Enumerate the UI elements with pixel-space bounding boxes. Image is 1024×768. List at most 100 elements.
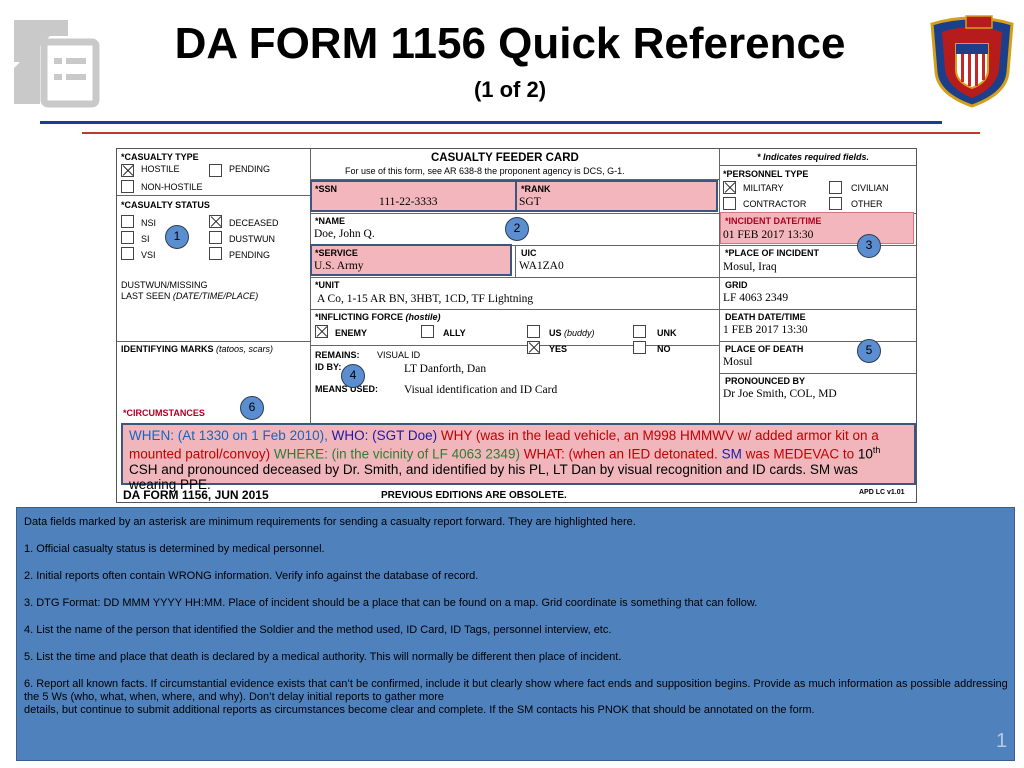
circ-ordinal-sup: th [872,445,881,455]
service-label: *SERVICE [315,248,358,258]
service-highlight [310,244,512,276]
means-used-value[interactable]: Visual identification and ID Card [404,384,558,396]
apd-version: APD LC v1.01 [859,489,905,496]
circ-rest: CSH and pronounced deceased by Dr. Smith… [129,461,858,492]
circ-why: WHY (was in the lead vehicle, an M998 HM… [129,428,879,462]
form-id: DA FORM 1156, JUN 2015 [123,488,269,502]
circ-when: WHEN: (At 1330 on 1 Feb 2010), [129,428,332,443]
no-label: NO [657,344,671,354]
inflicting-force-label: *INFLICTING FORCE (hostile) [315,312,441,322]
civilian-checkbox[interactable] [829,181,842,194]
note-6-continued: details, but continue to submit addition… [24,704,815,716]
unk-checkbox[interactable] [633,325,646,338]
incident-dt-value[interactable]: 01 FEB 2017 13:30 [723,229,814,241]
header-rule-red [82,132,980,134]
death-dt-value[interactable]: 1 FEB 2017 13:30 [723,324,808,336]
no-checkbox[interactable] [633,341,646,354]
obsolete-note: PREVIOUS EDITIONS ARE OBSOLETE. [381,490,567,501]
note-1: 1. Official casualty status is determine… [24,543,325,555]
pronounced-label: PRONOUNCED BY [725,376,806,386]
page-number: 1 [996,730,1008,752]
grid-label: GRID [725,280,748,290]
id-by-value-text[interactable]: LT Danforth, Dan [404,363,487,375]
circumstances-label: *CIRCUMSTANCES [123,408,205,418]
vsi-label: VSI [141,250,156,260]
pending-status-label: PENDING [229,250,271,260]
civilian-label: CIVILIAN [851,183,889,193]
uic-value[interactable]: WA1ZA0 [519,260,564,272]
ally-label: ALLY [443,328,466,338]
place-incident-label: *PLACE OF INCIDENT [725,248,820,258]
deceased-label: DECEASED [229,218,279,228]
pending-status-checkbox[interactable] [209,247,222,260]
callout-badge-2: 2 [505,217,529,241]
name-value[interactable]: Doe, John Q. [314,228,375,240]
service-value[interactable]: U.S. Army [314,260,364,272]
deceased-checkbox[interactable] [209,215,222,228]
unit-label: *UNIT [315,280,340,290]
hostile-label: HOSTILE [141,164,180,174]
uic-label: UIC [521,248,537,258]
unit-value[interactable]: A Co, 1-15 AR BN, 3HBT, 1CD, TF Lightnin… [317,293,534,305]
callout-badge-3: 3 [857,234,881,258]
pronounced-value[interactable]: Dr Joe Smith, COL, MD [723,388,837,400]
place-incident-value[interactable]: Mosul, Iraq [723,261,777,273]
enemy-checkbox[interactable] [315,325,328,338]
pending-type-label: PENDING [229,164,271,174]
si-checkbox[interactable] [121,231,134,244]
vsi-checkbox[interactable] [121,247,134,260]
hostile-checkbox[interactable] [121,164,134,177]
enemy-label: ENEMY [335,328,368,338]
ssn-label: *SSN [315,184,338,194]
crest-logo [930,15,1014,108]
ssn-rank-highlight [310,180,718,212]
casualty-type-label: *CASUALTY TYPE [121,152,199,162]
ally-checkbox[interactable] [421,325,434,338]
dustwun-checkbox[interactable] [209,231,222,244]
non-hostile-checkbox[interactable] [121,180,134,193]
nsi-checkbox[interactable] [121,215,134,228]
ssn-value[interactable]: 111-22-3333 [379,196,438,208]
note-5: 5. List the time and place that death is… [24,651,622,663]
callout-badge-5: 5 [857,339,881,363]
callout-badge-1: 1 [165,225,189,249]
last-seen-label: LAST SEEN (DATE/TIME/PLACE) [121,291,259,301]
incident-dt-highlight [720,212,914,244]
other-checkbox[interactable] [829,197,842,210]
card-title: CASUALTY FEEDER CARD [431,152,579,164]
visual-id-label: VISUAL ID [377,350,421,360]
circ-who: WHO: (SGT Doe) [331,428,441,443]
si-label: SI [141,234,150,244]
circ-ordinal: 10 [857,446,873,462]
means-used-label: MEANS USED: [315,384,379,394]
circumstances-text[interactable]: WHEN: (At 1330 on 1 Feb 2010), WHO: (SGT… [121,423,916,492]
non-hostile-label: NON-HOSTILE [141,182,203,192]
contractor-checkbox[interactable] [723,197,736,210]
callout-badge-4: 4 [341,364,365,388]
us-label: US (buddy) [549,328,595,338]
card-subtitle: For use of this form, see AR 638-8 the p… [345,166,625,176]
casualty-feeder-card: *CASUALTY TYPE HOSTILE PENDING NON-HOSTI… [116,148,917,503]
note-intro: Data fields marked by an asterisk are mi… [24,516,636,528]
pending-type-checkbox[interactable] [209,164,222,177]
military-checkbox[interactable] [723,181,736,194]
contractor-label: CONTRACTOR [743,199,807,209]
rank-value[interactable]: SGT [519,196,541,208]
death-dt-label: DEATH DATE/TIME [725,312,806,322]
required-note: * Indicates required fields. [757,152,870,162]
yes-checkbox[interactable] [527,341,540,354]
place-death-value[interactable]: Mosul [723,356,753,368]
note-6: 6. Report all known facts. If circumstan… [24,678,1008,703]
circ-what: WHAT: (when an IED detonated. [523,446,722,462]
callout-badge-6: 6 [240,396,264,420]
unk-label: UNK [657,328,677,338]
grid-value[interactable]: LF 4063 2349 [723,292,789,304]
personnel-type-label: *PERSONNEL TYPE [723,169,809,179]
nsi-label: NSI [141,218,157,228]
document-icon [14,20,100,108]
other-label: OTHER [851,199,883,209]
id-by-label: ID BY: [315,362,342,372]
incident-dt-label: *INCIDENT DATE/TIME [725,216,822,226]
place-death-label: PLACE OF DEATH [725,344,804,354]
us-checkbox[interactable] [527,325,540,338]
